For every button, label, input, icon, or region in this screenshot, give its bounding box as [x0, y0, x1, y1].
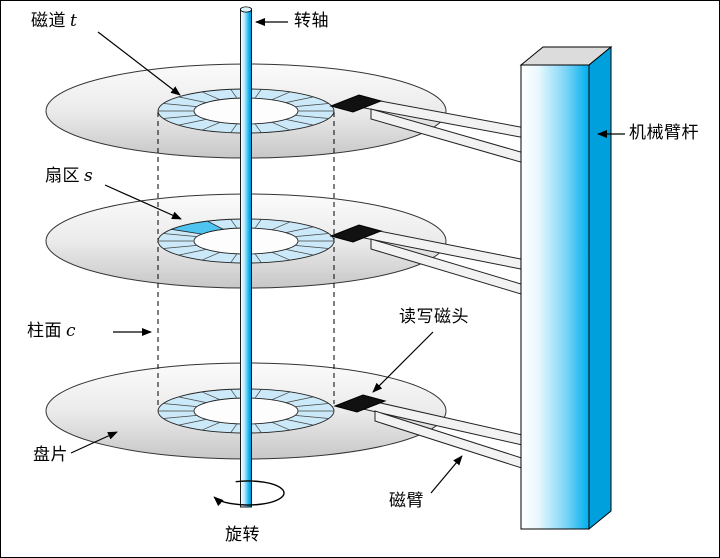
label-arrows: [70, 18, 625, 494]
spindle: [239, 6, 252, 508]
actuator-bar-front-face: [520, 64, 590, 530]
rw-head-bottom: [333, 394, 387, 413]
actuator-bar: [519, 45, 613, 531]
rw-head-top: [329, 94, 383, 113]
ring-sector-lines-bottom: [158, 389, 334, 433]
spindle-label: 转轴: [294, 11, 329, 30]
arm-arrow: [430, 455, 463, 494]
track-label-text: 磁道: [31, 11, 66, 30]
actuator-bar-side-face: [588, 45, 612, 531]
cylinder-label-text: 柱面: [27, 321, 62, 340]
rotation-arrow: [213, 480, 285, 507]
ring-sector-lines-top: [158, 89, 334, 133]
sector-highlight: [169, 220, 225, 235]
rw-head-middle: [329, 224, 383, 243]
arm-label: 磁臂: [389, 491, 424, 510]
sector-arrow: [104, 184, 182, 220]
rw-head-label: 读写磁头: [399, 307, 469, 326]
sector-label-var: s: [84, 166, 93, 186]
sector-label-text: 扇区: [45, 166, 80, 185]
rotation-label: 旋转: [225, 525, 260, 544]
spindle-cap: [239, 6, 252, 13]
arm-bar-label: 机械臂杆: [629, 123, 699, 142]
track-arrow: [97, 31, 181, 96]
track-label-var: t: [70, 11, 77, 31]
spindle-shaft: [240, 8, 252, 508]
rw-head-arrow: [372, 331, 434, 393]
platter-label: 盘片: [33, 445, 68, 464]
cylinder-dashed-lines: [157, 112, 335, 409]
platter-arrow: [70, 431, 118, 454]
cylinder-label-var: c: [66, 321, 76, 341]
